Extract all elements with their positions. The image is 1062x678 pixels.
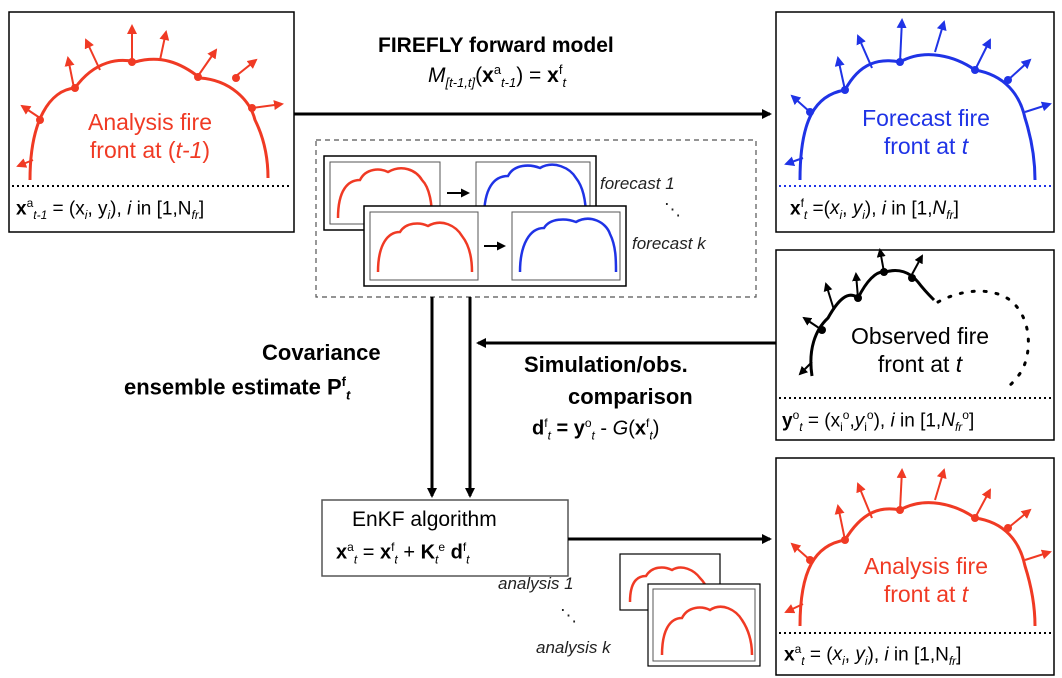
forecast-box	[775, 11, 1055, 233]
forecast-1-label: forecast 1	[600, 174, 675, 193]
observed-front	[809, 268, 936, 377]
analysis-prev-title-line1: Analysis fire	[88, 109, 212, 135]
forecast-arrows	[784, 18, 1052, 167]
analysis-t-front	[798, 501, 1037, 627]
ensemble-box	[315, 139, 757, 298]
forecast-formula: xft =(xi, yi), i in [1,Nfr]	[790, 196, 959, 223]
enkf-title: EnKF algorithm	[352, 508, 497, 531]
analysis-t-title: Analysis fire front at t	[826, 552, 1026, 608]
analysis-ellipsis: ⋱	[560, 606, 577, 625]
analysis-t-title-line2: front at t	[883, 581, 969, 607]
analysis-k-label: analysis k	[536, 638, 611, 657]
analysis-t-arrows	[784, 468, 1052, 614]
analysis-t-formula: xat = (xi, yi), i in [1,Nfr]	[784, 642, 962, 669]
analysis-1-label: analysis 1	[498, 574, 574, 593]
analysis-prev-front	[28, 57, 270, 181]
comparison-equation: dft = yot - G(xft)	[532, 416, 660, 443]
observed-box	[775, 249, 1055, 441]
forecast-title-line2: front at t	[883, 133, 969, 159]
enkf-equation: xat = xft + Kte dft	[336, 540, 470, 567]
covariance-line1: Covariance	[262, 340, 381, 365]
enkf-box	[321, 499, 569, 577]
analysis-t-nodes	[806, 506, 1012, 564]
forecast-nodes	[806, 58, 1012, 116]
forecast-front	[798, 53, 1037, 181]
observed-unknown-front	[936, 289, 1030, 392]
observed-title-line2: front at t	[877, 351, 963, 377]
analysis-prev-nodes	[36, 58, 256, 124]
forward-model-equation: M[t-1,t](xat-1) = xft	[428, 62, 567, 91]
analysis-prev-box	[8, 11, 295, 233]
analysis-t-title-line1: Analysis fire	[864, 553, 988, 579]
observed-title-line1: Observed fire	[850, 323, 990, 349]
forecast-k-label: forecast k	[632, 234, 706, 253]
forecast-ellipsis: ⋱	[664, 200, 681, 219]
analysis-prev-title-line2: front at (t-1)	[89, 137, 211, 163]
ensemble-forecast-k	[363, 205, 627, 287]
observed-nodes	[818, 268, 916, 334]
observed-title: Observed fire front at t	[820, 322, 1020, 378]
forecast-title: Forecast fire front at t	[836, 104, 1016, 160]
covariance-line2: ensemble estimate Pft	[124, 374, 351, 403]
analysis-t-box	[775, 457, 1055, 676]
analysis-prev-formula: xat-1 = (xi, yi), i in [1,Nfr]	[16, 196, 205, 223]
observed-formula: yot = (xio,yio), i in [1,Nfro]	[782, 408, 975, 435]
forecast-title-line1: Forecast fire	[862, 105, 990, 131]
analysis-prev-title: Analysis fire front at (t-1)	[60, 108, 240, 164]
analysis-ensemble	[619, 553, 761, 667]
comparison-line2: comparison	[568, 384, 693, 409]
comparison-line1: Simulation/obs.	[524, 352, 688, 377]
forward-model-title: FIREFLY forward model	[378, 34, 614, 57]
analysis-prev-arrows	[16, 24, 284, 168]
